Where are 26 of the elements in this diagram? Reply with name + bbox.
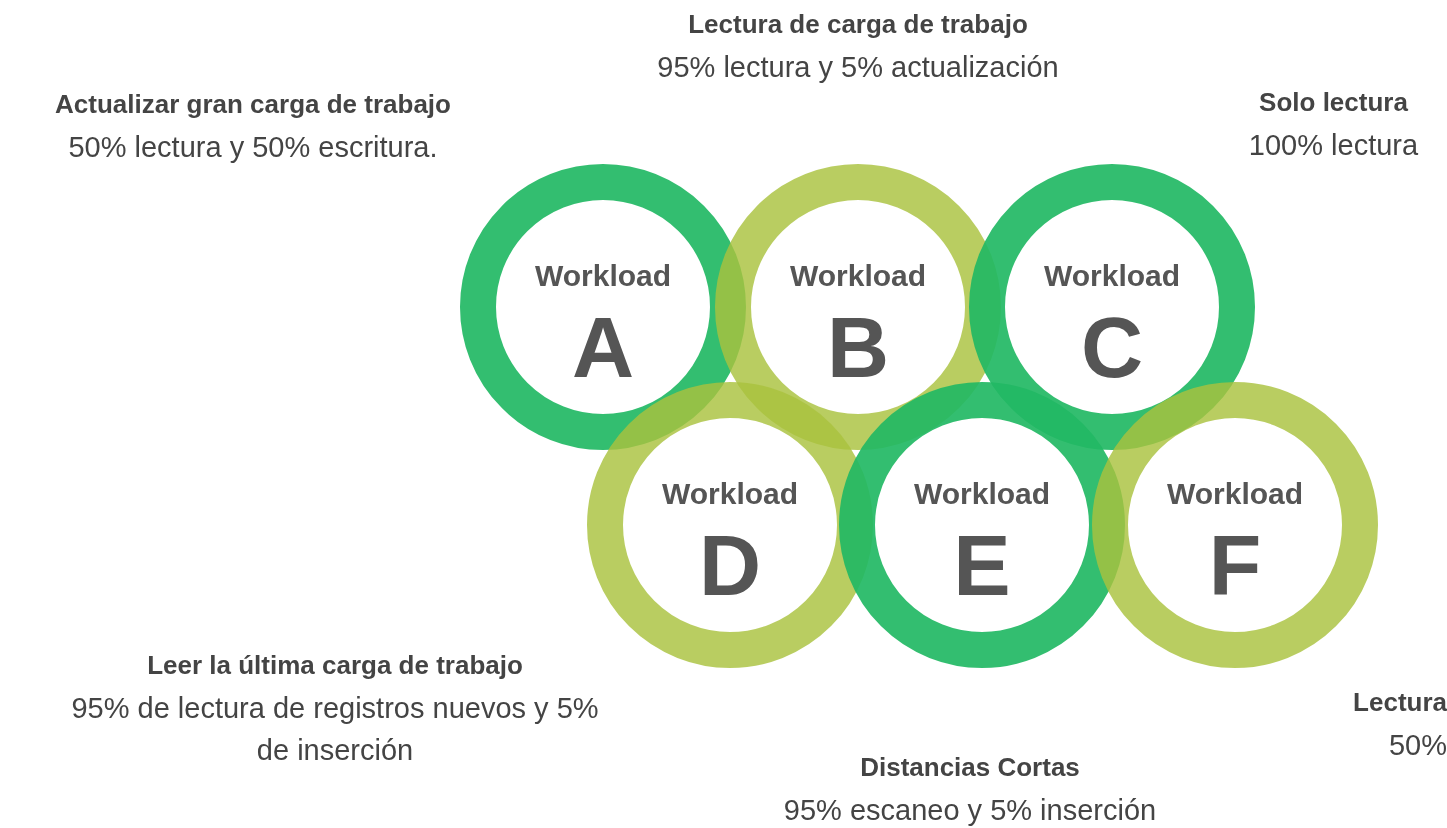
workload-description: 95% de lectura de registros nuevos y 5% de inserción bbox=[71, 692, 599, 766]
workload-title: Distancias Cortas bbox=[860, 752, 1080, 782]
workload-description: 95% escaneo y 5% inserción bbox=[783, 794, 1157, 826]
workload-letter: B bbox=[826, 299, 890, 395]
workload-description: 100% lectura bbox=[1248, 129, 1419, 161]
workload-label: Workload bbox=[913, 477, 1051, 510]
workload-letter: A bbox=[571, 299, 635, 395]
workload-description: 50% lectura y 50% escritura. bbox=[68, 131, 438, 163]
workload-letter: F bbox=[1208, 517, 1262, 613]
workload-label: Workload bbox=[789, 259, 927, 292]
workload-label: Workload bbox=[1043, 259, 1181, 292]
workload-label: Workload bbox=[661, 477, 799, 510]
workload-letter: C bbox=[1080, 299, 1144, 395]
workload-title: Lectura bbox=[1353, 687, 1447, 717]
workload-letter: D bbox=[698, 517, 762, 613]
workload-ring bbox=[969, 164, 1255, 450]
workload-ring bbox=[1092, 382, 1378, 668]
workload-label: Workload bbox=[534, 259, 672, 292]
workload-title: Leer la última carga de trabajo bbox=[147, 650, 523, 680]
workload-letter: E bbox=[953, 517, 1011, 613]
workload-label: Workload bbox=[1166, 477, 1304, 510]
workload-title: Lectura de carga de trabajo bbox=[688, 9, 1028, 39]
workload-title: Actualizar gran carga de trabajo bbox=[55, 89, 451, 119]
workload-title: Solo lectura bbox=[1259, 87, 1408, 117]
workload-description: 95% lectura y 5% actualización bbox=[657, 51, 1059, 83]
workload-description: 50% bbox=[1388, 729, 1447, 761]
